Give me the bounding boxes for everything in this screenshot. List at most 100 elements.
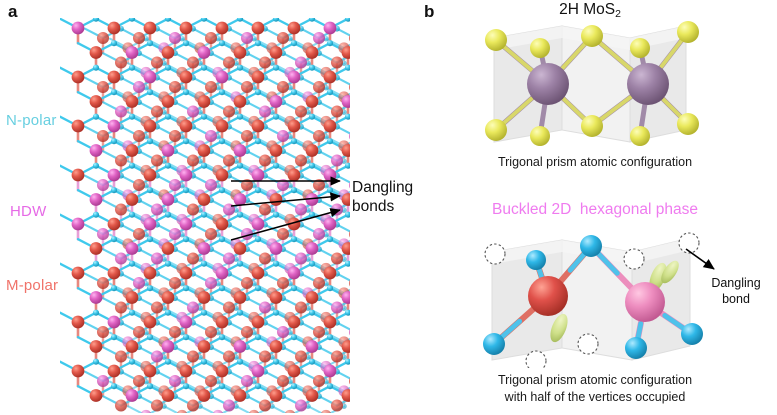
metal-atom [215, 364, 229, 378]
nitrogen-atom [254, 383, 262, 390]
nitrogen-atom [164, 358, 172, 365]
metal-atom [114, 105, 128, 118]
metal-atom [348, 328, 350, 336]
metal-atom [287, 364, 301, 378]
metal-atom [71, 217, 85, 231]
nitrogen-atom [236, 211, 244, 218]
metal-atom [233, 291, 247, 304]
nitrogen-atom [236, 309, 244, 316]
nitrogen-atom [344, 358, 350, 365]
metal-atom [179, 364, 193, 378]
nitrogen-atom [110, 187, 118, 194]
metal-atom [312, 227, 326, 241]
metal-atom [150, 154, 164, 167]
metal-atom [161, 291, 175, 304]
metal-atom [251, 364, 265, 378]
metal-atom [186, 252, 200, 265]
metal-atom [161, 193, 175, 206]
metal-atom [233, 144, 247, 157]
metal-atom [125, 144, 139, 157]
buckled-caption-line1: Trigonal prism atomic configuration [497, 373, 693, 387]
nitrogen-atom [326, 236, 334, 243]
metal-atom [215, 119, 229, 133]
metal-atom [215, 70, 229, 84]
metal-atom [204, 80, 218, 94]
nitrogen-atom [92, 64, 100, 71]
metal-atom [269, 242, 283, 255]
nitrogen-atom [308, 64, 316, 71]
metal-atom [186, 203, 200, 216]
metal-atom [294, 350, 308, 363]
metal-atom [330, 105, 344, 118]
nitrogen-atom [164, 18, 172, 22]
nitrogen-atom [128, 211, 136, 218]
nitrogen-atom [308, 18, 316, 22]
nitrogen-atom [308, 211, 316, 218]
nitrogen-atom [236, 18, 244, 22]
metal-atom [89, 144, 103, 157]
metal-atom [258, 350, 272, 363]
metal-atom [284, 409, 296, 413]
metal-atom [341, 340, 350, 353]
metal-atom [204, 31, 218, 45]
nitrogen-atom [92, 162, 100, 169]
metal-atom [89, 291, 103, 304]
nitrogen-atom [308, 260, 316, 267]
nitrogen-atom [128, 309, 136, 316]
metal-atom [320, 409, 332, 413]
metal-atom [312, 276, 326, 290]
nitrogen-atom [308, 113, 316, 120]
metal-atom [197, 95, 211, 108]
nitrogen-atom [236, 162, 244, 169]
nitrogen-atom [200, 358, 208, 365]
nitrogen-atom [218, 89, 226, 96]
vacant-vertex-markers [484, 232, 700, 368]
metal-atom [96, 178, 110, 192]
metal-atom [348, 230, 350, 238]
metal-atom [114, 350, 128, 363]
nitrogen-atom [290, 187, 298, 194]
nitrogen-atom [182, 383, 190, 390]
nitrogen-atom [164, 113, 172, 120]
mos2-caption: Trigonal prism atomic configuration [497, 155, 693, 169]
metal-atom [305, 46, 319, 59]
metal-atom [179, 266, 193, 280]
metal-atom [107, 168, 121, 182]
nitrogen-atom [182, 138, 190, 145]
metal-atom [294, 203, 308, 216]
metal-atom [143, 168, 157, 182]
metal-atom [258, 399, 272, 412]
metal-atom [258, 56, 272, 69]
metal-atom [240, 31, 254, 45]
metal-atom [186, 154, 200, 167]
metal-atom [222, 252, 236, 265]
metal-atom [143, 266, 157, 280]
nitrogen-atom [308, 358, 316, 365]
nitrogen-atom [254, 285, 262, 292]
metal-atom [204, 374, 218, 388]
nitrogen-atom [146, 89, 154, 96]
metal-atom [330, 350, 344, 363]
nitrogen-atom [254, 138, 262, 145]
metal-atom [276, 129, 290, 143]
metal-atom [132, 227, 146, 241]
metal-atom [186, 105, 200, 118]
metal-atom [312, 129, 326, 143]
nitrogen-atom [272, 260, 280, 267]
metal-atom [161, 95, 175, 108]
metal-atom [215, 315, 229, 329]
nitrogen-atom [182, 89, 190, 96]
metal-atom [161, 340, 175, 353]
nitrogen-atom [290, 383, 298, 390]
metal-atom [269, 95, 283, 108]
metal-atom [215, 21, 229, 35]
nitrogen-atom [272, 358, 280, 365]
metal-atom [305, 340, 319, 353]
metal-atom [71, 70, 85, 84]
nitrogen-atom [200, 18, 208, 22]
metal-atom [294, 252, 308, 265]
metal-atom [348, 132, 350, 140]
metal-atom [294, 154, 308, 167]
metal-atom [71, 266, 85, 280]
metal-atom [341, 389, 350, 402]
